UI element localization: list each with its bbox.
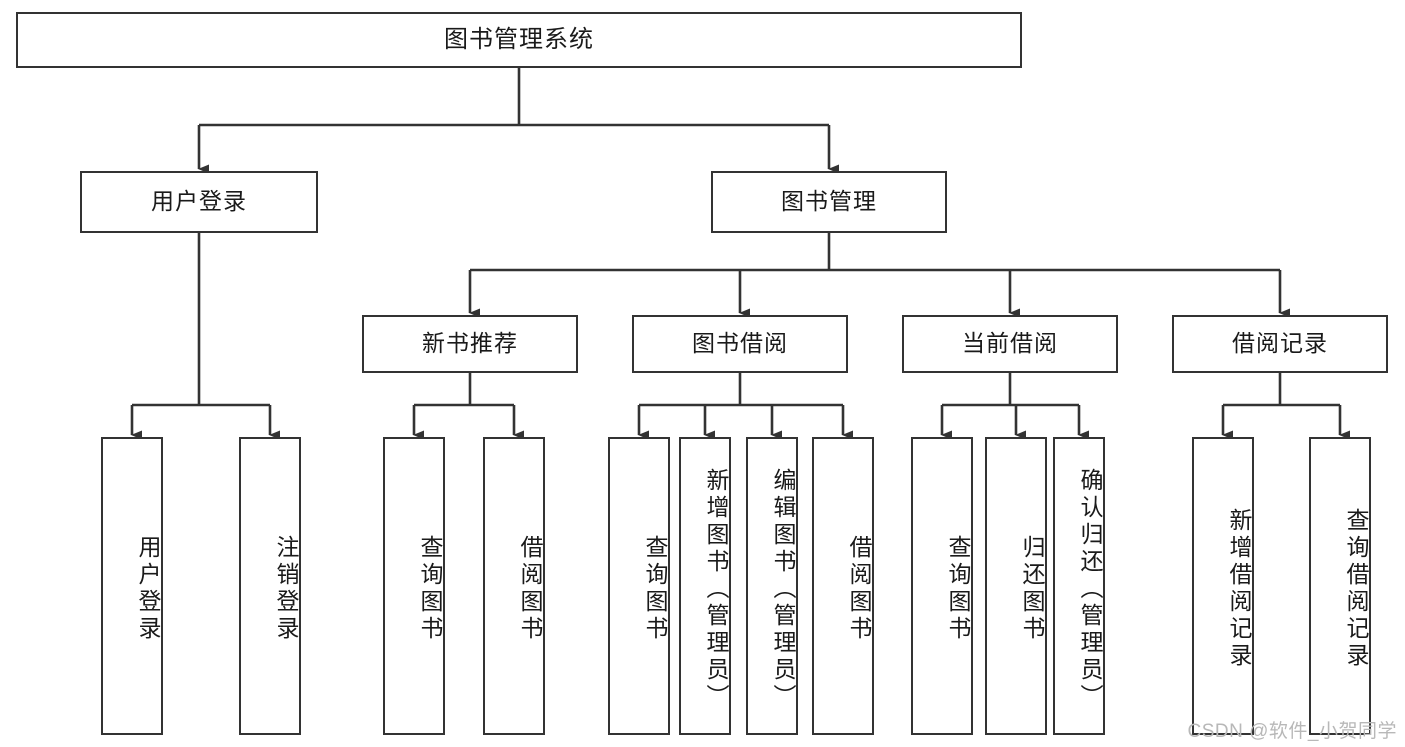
node-label: 新书推荐 [422,330,518,357]
node-leaf-query-borrow-record[interactable]: 查询借阅记录 [1309,437,1371,735]
node-book-manage[interactable]: 图书管理 [711,171,947,233]
node-leaf-query-book-3[interactable]: 查询图书 [911,437,973,735]
node-leaf-edit-book-admin[interactable]: 编辑图书（管理员） [746,437,798,735]
node-label: 注销登录 [273,535,299,643]
node-label: 用户登录 [151,188,247,215]
node-label: 查询图书 [945,535,971,643]
node-current-borrow[interactable]: 当前借阅 [902,315,1118,373]
node-label: 查询图书 [417,535,443,643]
node-label: 确认归还（管理员） [1077,467,1103,711]
node-leaf-confirm-return-admin[interactable]: 确认归还（管理员） [1053,437,1105,735]
node-label: 用户登录 [135,535,161,643]
node-book-borrow[interactable]: 图书借阅 [632,315,848,373]
node-root[interactable]: 图书管理系统 [16,12,1022,68]
node-borrow-record[interactable]: 借阅记录 [1172,315,1388,373]
node-leaf-borrow-book-1[interactable]: 借阅图书 [483,437,545,735]
node-label: 图书管理系统 [444,25,594,53]
node-label: 当前借阅 [962,330,1058,357]
node-leaf-add-borrow-record[interactable]: 新增借阅记录 [1192,437,1254,735]
node-label: 图书管理 [781,188,877,215]
node-label: 查询借阅记录 [1343,508,1369,670]
node-label: 图书借阅 [692,330,788,357]
node-leaf-user-logout[interactable]: 注销登录 [239,437,301,735]
node-label: 借阅图书 [517,535,543,643]
node-leaf-query-book-2[interactable]: 查询图书 [608,437,670,735]
node-leaf-borrow-book-2[interactable]: 借阅图书 [812,437,874,735]
node-label: 借阅记录 [1232,330,1328,357]
node-label: 查询图书 [642,535,668,643]
node-new-book-rec[interactable]: 新书推荐 [362,315,578,373]
node-leaf-return-book[interactable]: 归还图书 [985,437,1047,735]
node-label: 编辑图书（管理员） [770,467,796,711]
node-leaf-add-book-admin[interactable]: 新增图书（管理员） [679,437,731,735]
node-leaf-query-book-1[interactable]: 查询图书 [383,437,445,735]
node-label: 新增借阅记录 [1226,508,1252,670]
node-user-login[interactable]: 用户登录 [80,171,318,233]
node-leaf-user-login[interactable]: 用户登录 [101,437,163,735]
node-label: 归还图书 [1019,535,1045,643]
node-label: 新增图书（管理员） [703,467,729,711]
csdn-watermark: CSDN @软件_小贺同学 [1187,721,1397,742]
node-label: 借阅图书 [846,535,872,643]
